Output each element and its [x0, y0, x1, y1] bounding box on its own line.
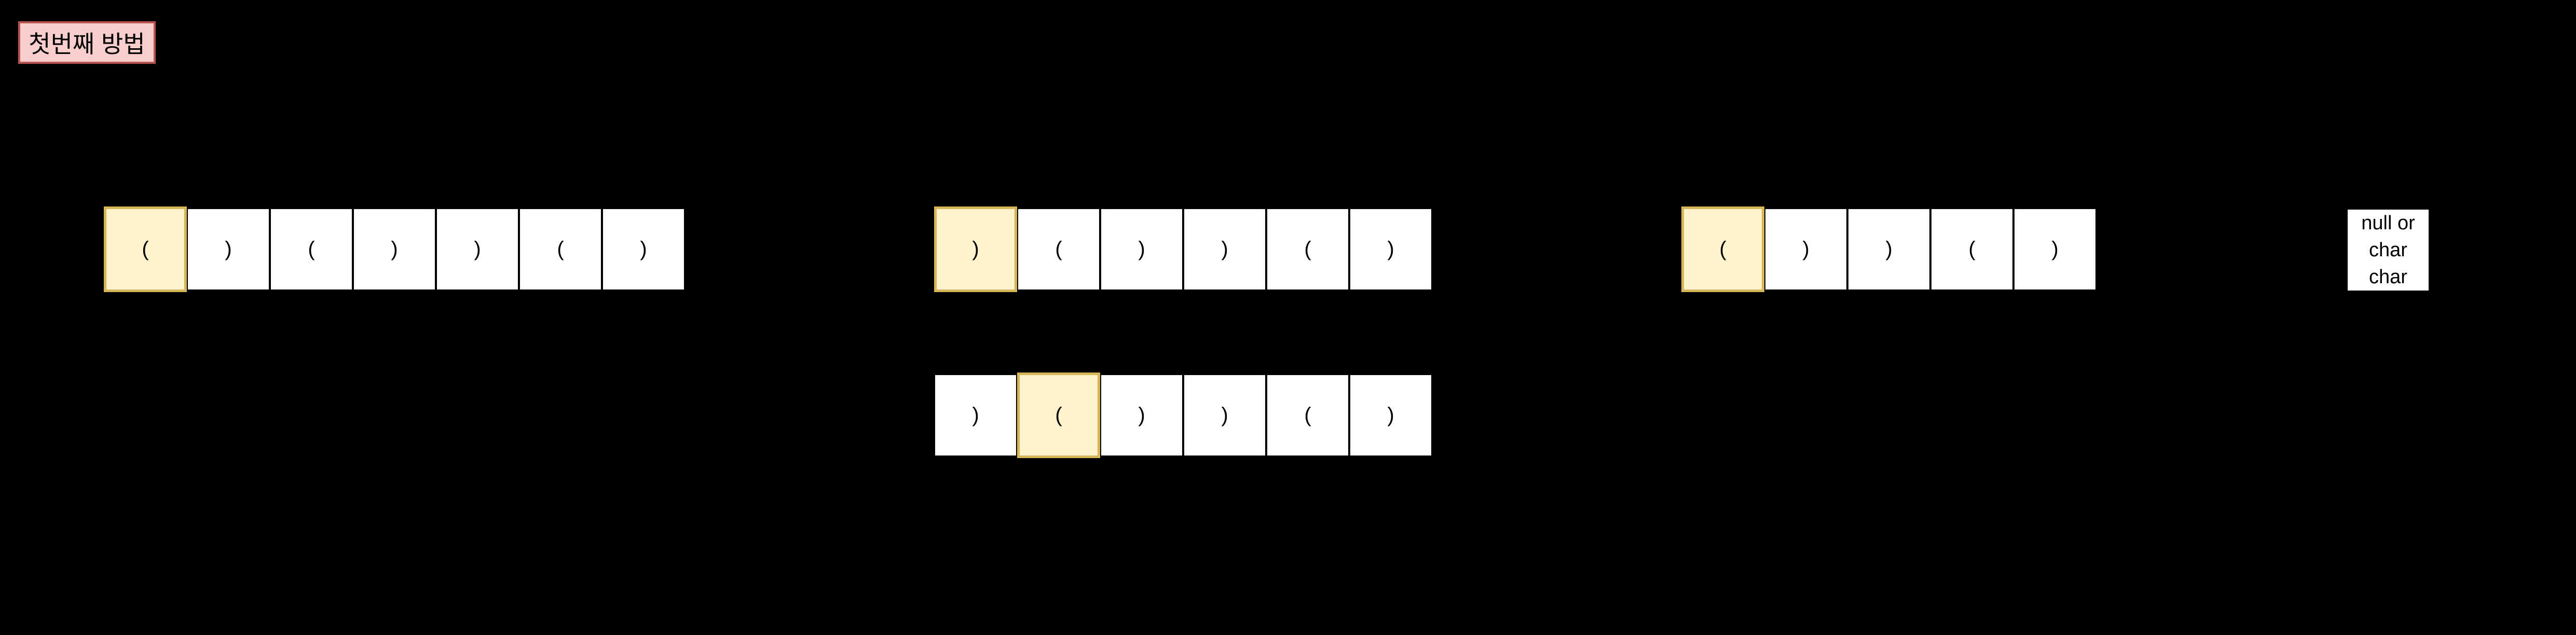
array-cell: )	[934, 374, 1017, 457]
array-cell-highlighted: (	[104, 206, 187, 292]
array-cell: )	[187, 208, 270, 291]
paren-array-1: ()())()	[104, 206, 685, 292]
array-cell: (	[1266, 208, 1349, 291]
array-cell: )	[602, 208, 685, 291]
array-cell: (	[1930, 208, 2013, 291]
null-or-char-line: char	[2369, 239, 2407, 261]
paren-array-2a: )())()	[934, 206, 1432, 292]
paren-array-2b: )())()	[934, 372, 1432, 458]
array-cell-highlighted: (	[1017, 372, 1100, 458]
method-label: 첫번째 방법	[18, 21, 156, 64]
array-cell: (	[1266, 374, 1349, 457]
array-cell: )	[436, 208, 519, 291]
method-label-text: 첫번째 방법	[29, 31, 145, 58]
array-cell: )	[353, 208, 436, 291]
array-cell: )	[1349, 374, 1432, 457]
array-cell-highlighted: (	[1681, 206, 1764, 292]
array-cell: )	[1100, 208, 1183, 291]
array-cell: )	[2013, 208, 2097, 291]
array-cell: (	[1017, 208, 1100, 291]
array-cell: )	[1764, 208, 1847, 291]
array-cell: )	[1183, 208, 1266, 291]
array-cell-highlighted: )	[934, 206, 1017, 292]
array-cell: )	[1349, 208, 1432, 291]
null-or-char-box: null or char char	[2348, 210, 2429, 291]
paren-array-3: ())()	[1681, 206, 2097, 292]
array-cell: )	[1847, 208, 1930, 291]
array-cell: (	[270, 208, 353, 291]
null-or-char-line: null or	[2361, 212, 2415, 234]
array-cell: )	[1100, 374, 1183, 457]
array-cell: (	[519, 208, 602, 291]
null-or-char-line: char	[2369, 266, 2407, 288]
array-cell: )	[1183, 374, 1266, 457]
